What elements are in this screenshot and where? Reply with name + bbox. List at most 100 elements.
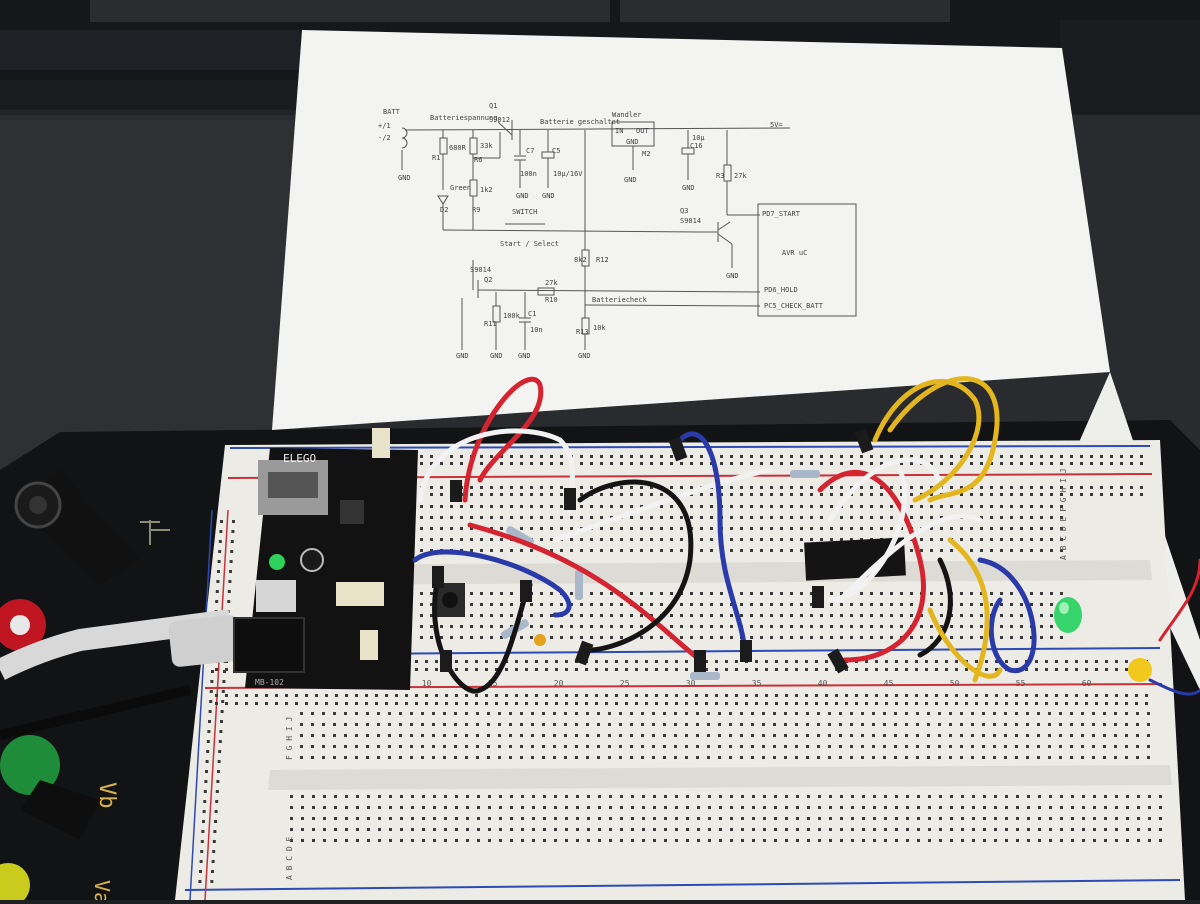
- svg-text:-/2: -/2: [378, 134, 391, 142]
- wire-white: [417, 428, 575, 513]
- svg-text:C5: C5: [552, 147, 560, 155]
- svg-text:5V=: 5V=: [770, 121, 783, 129]
- rail-jumper-top[interactable]: [372, 428, 390, 458]
- svg-text:Start / Select: Start / Select: [500, 240, 559, 248]
- svg-text:R10: R10: [545, 296, 558, 304]
- wire-red: [467, 522, 703, 663]
- wire-white: [837, 513, 983, 603]
- svg-text:PD6_HOLD: PD6_HOLD: [764, 286, 798, 294]
- column-number: 20: [554, 679, 564, 688]
- svg-text:R6: R6: [474, 156, 482, 164]
- svg-text:OUT: OUT: [636, 127, 649, 135]
- power-led-green: [269, 554, 285, 570]
- svg-text:GND: GND: [398, 174, 411, 182]
- svg-text:Q2: Q2: [484, 276, 492, 284]
- column-number: 60: [1082, 679, 1092, 688]
- led-yellow: [1128, 658, 1152, 682]
- wire-white: [552, 467, 773, 543]
- svg-text:R9: R9: [472, 206, 480, 214]
- row-letters-right: A B C D E F G H I J: [1059, 468, 1068, 560]
- svg-text:C16: C16: [690, 142, 703, 150]
- row-letters-left: F G H I J: [285, 717, 294, 760]
- svg-text:SWITCH: SWITCH: [512, 208, 537, 216]
- svg-text:GND: GND: [456, 352, 469, 360]
- wire-blue-offboard: [1148, 678, 1200, 696]
- column-number: 35: [752, 679, 762, 688]
- svg-text:GND: GND: [626, 138, 639, 146]
- svg-text:GND: GND: [726, 272, 739, 280]
- column-number: 30: [686, 679, 696, 688]
- wire-blue: [977, 557, 1037, 673]
- svg-text:R12: R12: [596, 256, 609, 264]
- led-green: [1054, 597, 1082, 633]
- svg-text:Batteriespannung: Batteriespannung: [430, 114, 497, 122]
- wire-white: [827, 467, 908, 603]
- svg-text:Q3: Q3: [680, 207, 688, 215]
- binding-post-yellow[interactable]: [0, 863, 30, 904]
- svg-text:10k: 10k: [593, 324, 606, 332]
- svg-text:PD7_START: PD7_START: [762, 210, 801, 218]
- wires: [412, 376, 1200, 696]
- svg-text:D2: D2: [440, 206, 448, 214]
- schematic-labels: BATT +/1 -/2 Batteriespannung Q1 S9012 B…: [378, 102, 824, 360]
- schematic-wires: [401, 120, 857, 350]
- resistor: [690, 672, 720, 680]
- svg-text:Batterie geschaltet: Batterie geschaltet: [540, 118, 620, 126]
- svg-text:10µ/16V: 10µ/16V: [553, 170, 583, 178]
- svg-text:+/1: +/1: [378, 122, 391, 130]
- rail-jumper-bottom[interactable]: [360, 630, 378, 660]
- wire-white: [827, 457, 943, 523]
- pin-header: [336, 582, 384, 606]
- wire-black: [917, 557, 953, 658]
- svg-text:Q1: Q1: [489, 102, 497, 110]
- svg-text:AVR uC: AVR uC: [782, 249, 807, 257]
- binding-post-green[interactable]: [0, 735, 100, 840]
- binding-post-red[interactable]: [0, 599, 46, 651]
- svg-text:IN: IN: [615, 127, 623, 135]
- svg-text:R3: R3: [716, 172, 724, 180]
- svg-text:S9012: S9012: [489, 116, 510, 124]
- resistor: [790, 470, 820, 478]
- dc-barrel-cable: [0, 609, 242, 740]
- resistor: [575, 570, 583, 600]
- wire-black: [577, 479, 694, 653]
- breadboard-row-letters: A B C D E F G H I J F G H I J A B C D E: [285, 468, 1068, 880]
- power-switch[interactable]: [256, 580, 296, 612]
- wire-yellow: [887, 376, 1000, 503]
- svg-text:BATT: BATT: [383, 108, 401, 116]
- wire-yellow: [947, 537, 990, 683]
- ground-symbol-icon: [140, 520, 170, 545]
- svg-text:S9014: S9014: [680, 217, 701, 225]
- svg-text:Green: Green: [450, 184, 471, 192]
- column-number: 50: [950, 679, 960, 688]
- svg-text:100n: 100n: [520, 170, 537, 178]
- svg-text:GND: GND: [578, 352, 591, 360]
- svg-text:GND: GND: [542, 192, 555, 200]
- svg-text:C7: C7: [526, 147, 534, 155]
- svg-text:Wandler: Wandler: [612, 111, 642, 119]
- binding-post-ground[interactable]: [10, 470, 140, 585]
- svg-text:27k: 27k: [545, 279, 558, 287]
- module-brand: ELEGO: [283, 452, 316, 465]
- svg-text:27k: 27k: [734, 172, 747, 180]
- wire-red: [817, 469, 926, 663]
- svg-text:PC5_CHECK_BATT: PC5_CHECK_BATT: [764, 302, 824, 310]
- svg-text:S9014: S9014: [470, 266, 491, 274]
- wire-blue: [412, 549, 572, 618]
- svg-text:Batteriecheck: Batteriecheck: [592, 296, 648, 304]
- svg-text:GND: GND: [516, 192, 529, 200]
- svg-text:680R: 680R: [449, 144, 467, 152]
- svg-text:8k2: 8k2: [574, 256, 587, 264]
- wire-blue: [677, 431, 748, 653]
- dc-jack[interactable]: [233, 617, 305, 673]
- column-number: 25: [620, 679, 630, 688]
- wire-yellow: [927, 607, 1003, 679]
- wire-black: [432, 567, 533, 694]
- svg-text:M2: M2: [642, 150, 650, 158]
- svg-text:10µ: 10µ: [692, 134, 705, 142]
